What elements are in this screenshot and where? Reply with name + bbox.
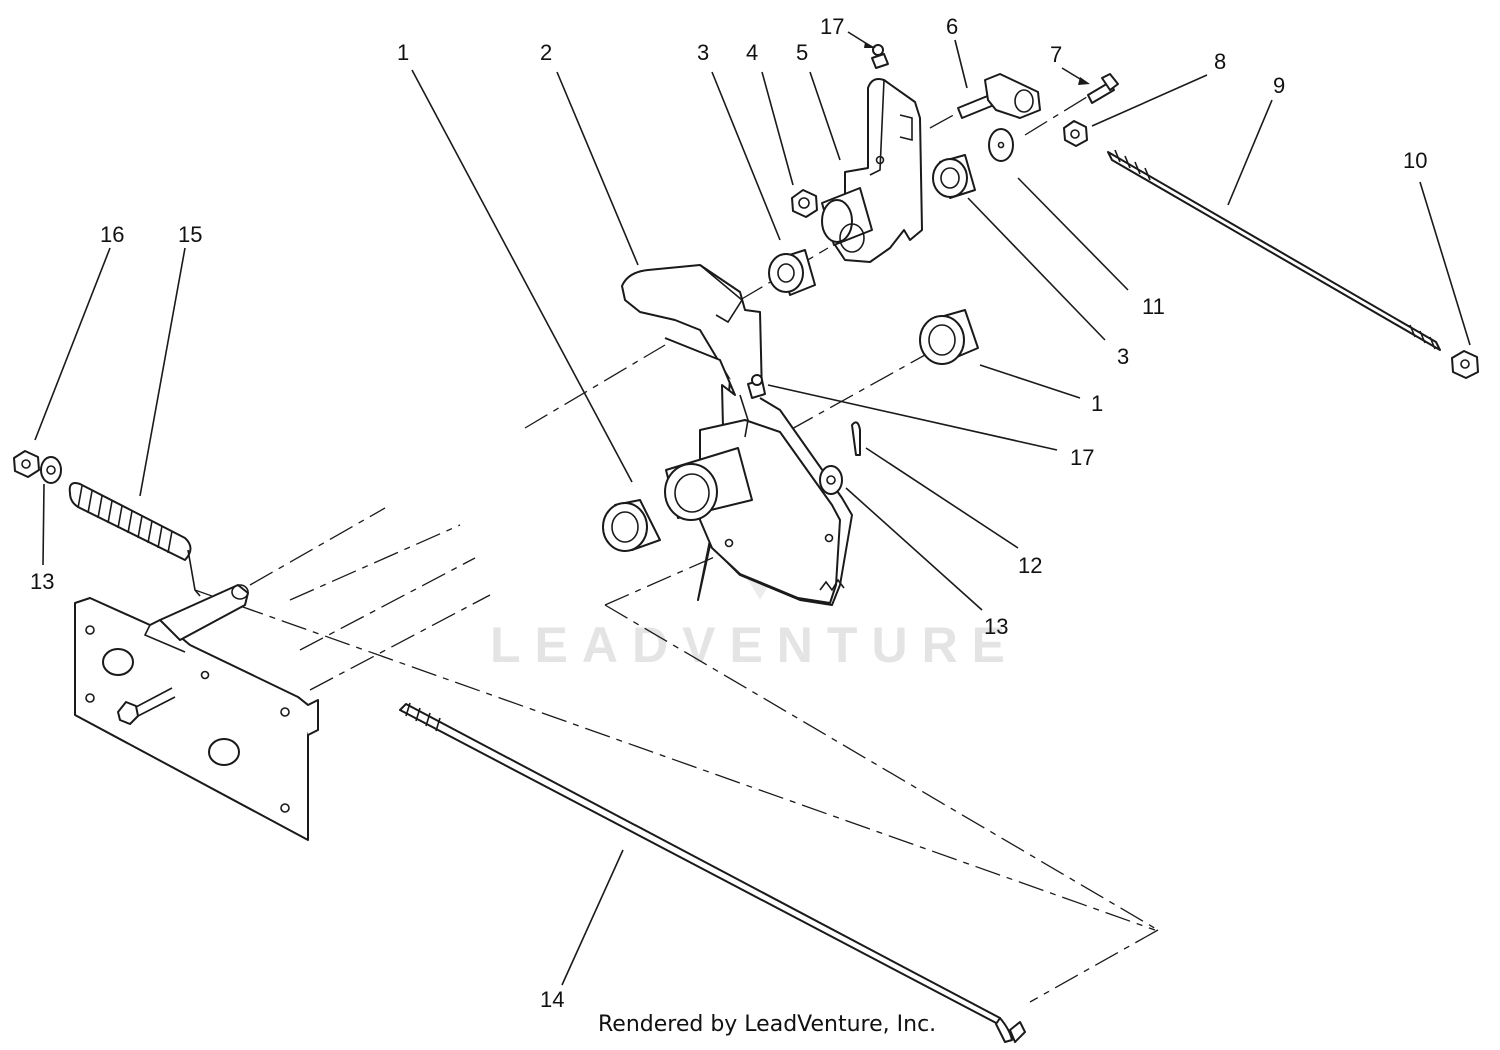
washer-11 bbox=[988, 128, 1014, 162]
hex-nut-4 bbox=[791, 189, 818, 218]
washer-13-left bbox=[40, 456, 62, 484]
leader-arrowheads bbox=[864, 42, 1090, 85]
callout-labels: 1 2 3 4 5 17 6 7 8 9 10 11 3 1 17 12 13 … bbox=[30, 14, 1427, 1012]
small-bushing-right bbox=[932, 154, 976, 199]
hex-nut-16 bbox=[13, 450, 40, 478]
callout-3-right: 3 bbox=[1117, 344, 1129, 369]
watermark-text: LEADVENTURE bbox=[490, 617, 1019, 673]
pedal-arm bbox=[621, 264, 853, 606]
callout-5: 5 bbox=[796, 40, 808, 65]
callout-8: 8 bbox=[1214, 49, 1226, 74]
pedal-hub bbox=[664, 447, 753, 521]
washer-13-right bbox=[819, 465, 843, 495]
flange-bushing-right bbox=[919, 309, 979, 365]
grease-fitting-top bbox=[871, 44, 889, 69]
mounting-plate bbox=[74, 584, 319, 841]
callout-17-top: 17 bbox=[820, 14, 844, 39]
callout-9: 9 bbox=[1273, 73, 1285, 98]
callout-11: 11 bbox=[1142, 294, 1165, 319]
callout-16: 16 bbox=[100, 222, 124, 247]
callout-10: 10 bbox=[1403, 148, 1427, 173]
render-credit: Rendered by LeadVenture, Inc. bbox=[598, 1012, 937, 1037]
assembly-centerlines bbox=[134, 94, 1159, 1003]
callout-15: 15 bbox=[178, 222, 202, 247]
ball-joint-6 bbox=[957, 73, 1041, 119]
extension-spring-15 bbox=[68, 482, 201, 597]
threaded-rod-9 bbox=[1107, 149, 1441, 351]
cotter-pin-12 bbox=[851, 421, 861, 456]
callout-14: 14 bbox=[540, 987, 564, 1012]
callout-17-right: 17 bbox=[1070, 445, 1094, 470]
callout-13-left: 13 bbox=[30, 569, 54, 594]
callout-1-top: 1 bbox=[397, 40, 409, 65]
callout-3-top: 3 bbox=[697, 40, 709, 65]
callout-12: 12 bbox=[1018, 553, 1042, 578]
callout-1-right: 1 bbox=[1091, 391, 1103, 416]
hex-nut-8 bbox=[1063, 120, 1088, 147]
lever-bracket bbox=[821, 78, 923, 263]
callout-13-right: 13 bbox=[984, 614, 1008, 639]
callout-7: 7 bbox=[1050, 42, 1062, 67]
callout-2: 2 bbox=[540, 40, 552, 65]
small-bushing-left bbox=[768, 249, 816, 296]
hex-nut-10 bbox=[1451, 350, 1479, 379]
grease-fitting-mid bbox=[747, 374, 766, 399]
leader-lines bbox=[34, 31, 1471, 986]
flange-bushing-left bbox=[602, 499, 661, 552]
callout-4: 4 bbox=[746, 40, 758, 65]
threaded-rod-14 bbox=[399, 702, 1026, 1043]
bolt-7 bbox=[1087, 73, 1119, 104]
callout-6: 6 bbox=[946, 14, 958, 39]
